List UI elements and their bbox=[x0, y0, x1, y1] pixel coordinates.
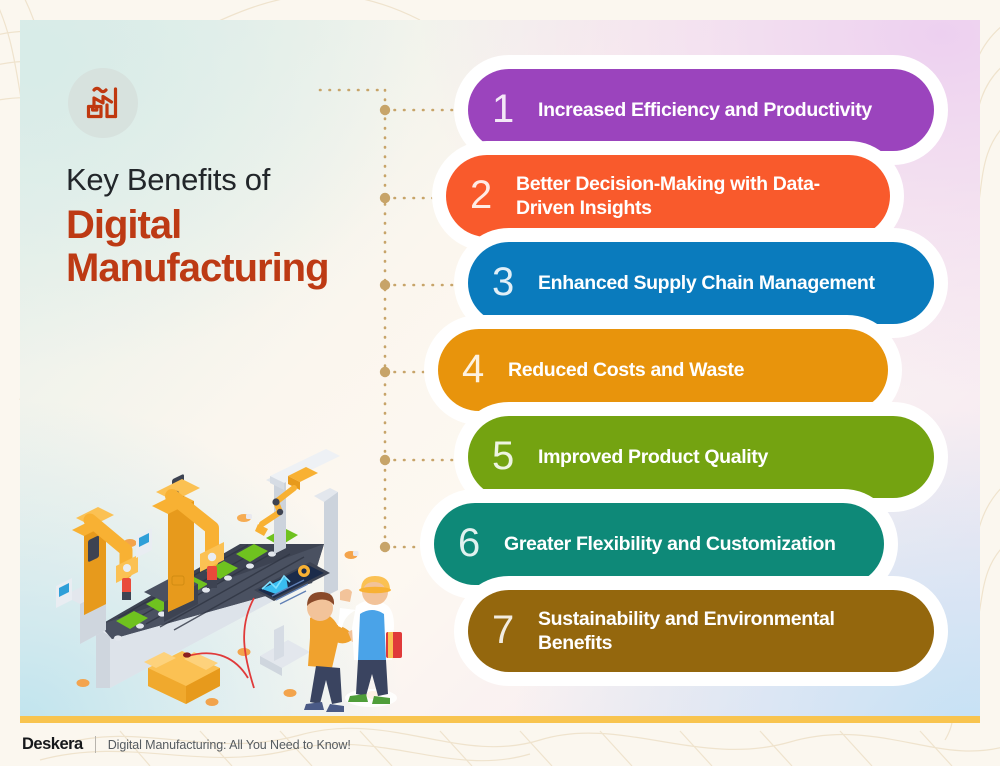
cable bbox=[187, 597, 255, 689]
benefit-number: 4 bbox=[462, 347, 485, 391]
robotic-arm bbox=[136, 474, 224, 622]
benefit-item-1[interactable]: 1 Increased Efficiency and Productivity bbox=[454, 55, 948, 165]
benefit-item-3[interactable]: 3 Enhanced Supply Chain Management bbox=[454, 228, 948, 338]
gantry-frame bbox=[255, 449, 340, 597]
benefit-pill[interactable]: 4 Reduced Costs and Waste bbox=[438, 329, 888, 411]
supervisor-with-hardhat bbox=[338, 576, 402, 707]
benefit-item-2[interactable]: 2 Better Decision-Making with Data-Drive… bbox=[432, 141, 904, 251]
benefit-number: 1 bbox=[492, 87, 515, 131]
benefit-number: 2 bbox=[470, 173, 493, 217]
benefits-list: 1 Increased Efficiency and Productivity … bbox=[20, 20, 980, 723]
title-line-2: Digital Manufacturing bbox=[66, 202, 330, 290]
benefit-pill[interactable]: 6 Greater Flexibility and Customization bbox=[434, 503, 884, 585]
benefit-number: 7 bbox=[492, 608, 515, 652]
footer-divider bbox=[94, 736, 96, 753]
benefit-label: Greater Flexibility and Customization bbox=[504, 532, 836, 555]
benefit-number: 6 bbox=[458, 521, 481, 565]
benefit-number: 5 bbox=[492, 434, 515, 478]
benefit-number: 3 bbox=[492, 260, 515, 304]
page-title: Key Benefits of Digital Manufacturing bbox=[66, 162, 426, 290]
parts-box bbox=[144, 651, 220, 704]
benefit-pill[interactable]: 7 Sustainability and Environmental Benef… bbox=[468, 590, 934, 672]
footer: Deskera Digital Manufacturing: All You N… bbox=[22, 735, 351, 754]
benefit-label: Better Decision-Making with Data-Driven … bbox=[516, 172, 820, 219]
title-line-1: Key Benefits of bbox=[66, 162, 271, 197]
factory-icon bbox=[86, 86, 118, 119]
benefit-item-5[interactable]: 5 Improved Product Quality bbox=[454, 402, 948, 512]
footer-caption: Digital Manufacturing: All You Need to K… bbox=[107, 737, 351, 752]
robotic-arm bbox=[56, 507, 138, 644]
benefit-pill[interactable]: 3 Enhanced Supply Chain Management bbox=[468, 242, 934, 324]
benefit-pill[interactable]: 5 Improved Product Quality bbox=[468, 416, 934, 498]
benefit-label: Enhanced Supply Chain Management bbox=[538, 271, 875, 294]
benefit-item-6[interactable]: 6 Greater Flexibility and Customization bbox=[420, 489, 898, 599]
benefit-label: Increased Efficiency and Productivity bbox=[538, 98, 872, 121]
benefit-item-4[interactable]: 4 Reduced Costs and Waste bbox=[424, 315, 902, 425]
tablet-display bbox=[254, 562, 330, 676]
benefit-item-7[interactable]: 7 Sustainability and Environmental Benef… bbox=[454, 576, 948, 686]
benefit-label: Reduced Costs and Waste bbox=[508, 358, 745, 381]
infographic-card: Key Benefits of Digital Manufacturing 1 … bbox=[20, 20, 980, 723]
isometric-smart-factory-illustration bbox=[56, 449, 402, 712]
benefit-label: Improved Product Quality bbox=[538, 445, 768, 468]
benefit-label: Sustainability and Environmental Benefit… bbox=[538, 607, 835, 654]
benefit-pill[interactable]: 1 Increased Efficiency and Productivity bbox=[468, 69, 934, 151]
benefit-pill[interactable]: 2 Better Decision-Making with Data-Drive… bbox=[446, 155, 890, 237]
logo-badge bbox=[68, 68, 138, 138]
brand-logo[interactable]: Deskera bbox=[22, 735, 83, 753]
card-accent-bar bbox=[20, 716, 980, 723]
